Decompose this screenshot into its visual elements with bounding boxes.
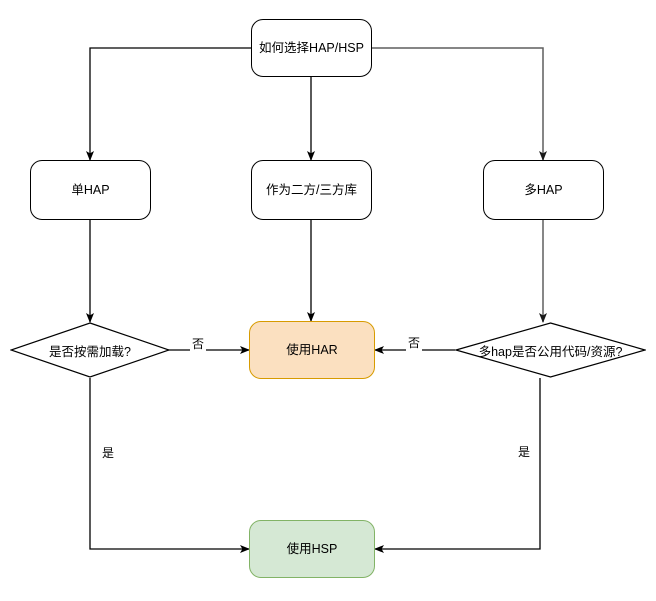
edge-root-to-multi-hap [372,47,547,161]
node-as-library-label: 作为二方/三方库 [266,182,357,197]
edge-root-to-single-hap [86,47,251,161]
node-single-hap[interactable]: 单HAP [30,160,151,220]
edge-label-shared-yes: 是 [516,443,533,460]
edge-label-lazy-no: 否 [190,335,207,352]
lazy-decision-shape [10,322,170,378]
node-lazy-load-decision-label: 是否按需加载? [49,344,131,359]
node-use-har-label: 使用HAR [286,342,338,357]
edge-label-shared-no: 否 [406,334,423,351]
node-multi-hap-label: 多HAP [524,182,563,197]
shared-decision-shape [455,322,646,378]
node-shared-code-decision-label: 多hap是否公用代码/资源? [478,344,623,359]
node-use-har[interactable]: 使用HAR [249,321,375,379]
node-use-hsp-label: 使用HSP [286,541,338,556]
edge-shared-yes-to-use-hsp [374,378,541,553]
edge-lazy-yes-to-use-hsp [89,378,250,553]
node-single-hap-label: 单HAP [71,182,110,197]
node-shared-code-decision[interactable]: 多hap是否公用代码/资源? [455,322,646,378]
node-lazy-load-decision[interactable]: 是否按需加载? [10,322,170,378]
node-multi-hap[interactable]: 多HAP [483,160,604,220]
node-as-library[interactable]: 作为二方/三方库 [251,160,372,220]
node-root-label: 如何选择HAP/HSP [259,40,364,55]
edge-label-lazy-yes: 是 [100,444,117,461]
node-root[interactable]: 如何选择HAP/HSP [251,19,372,77]
node-use-hsp[interactable]: 使用HSP [249,520,375,578]
